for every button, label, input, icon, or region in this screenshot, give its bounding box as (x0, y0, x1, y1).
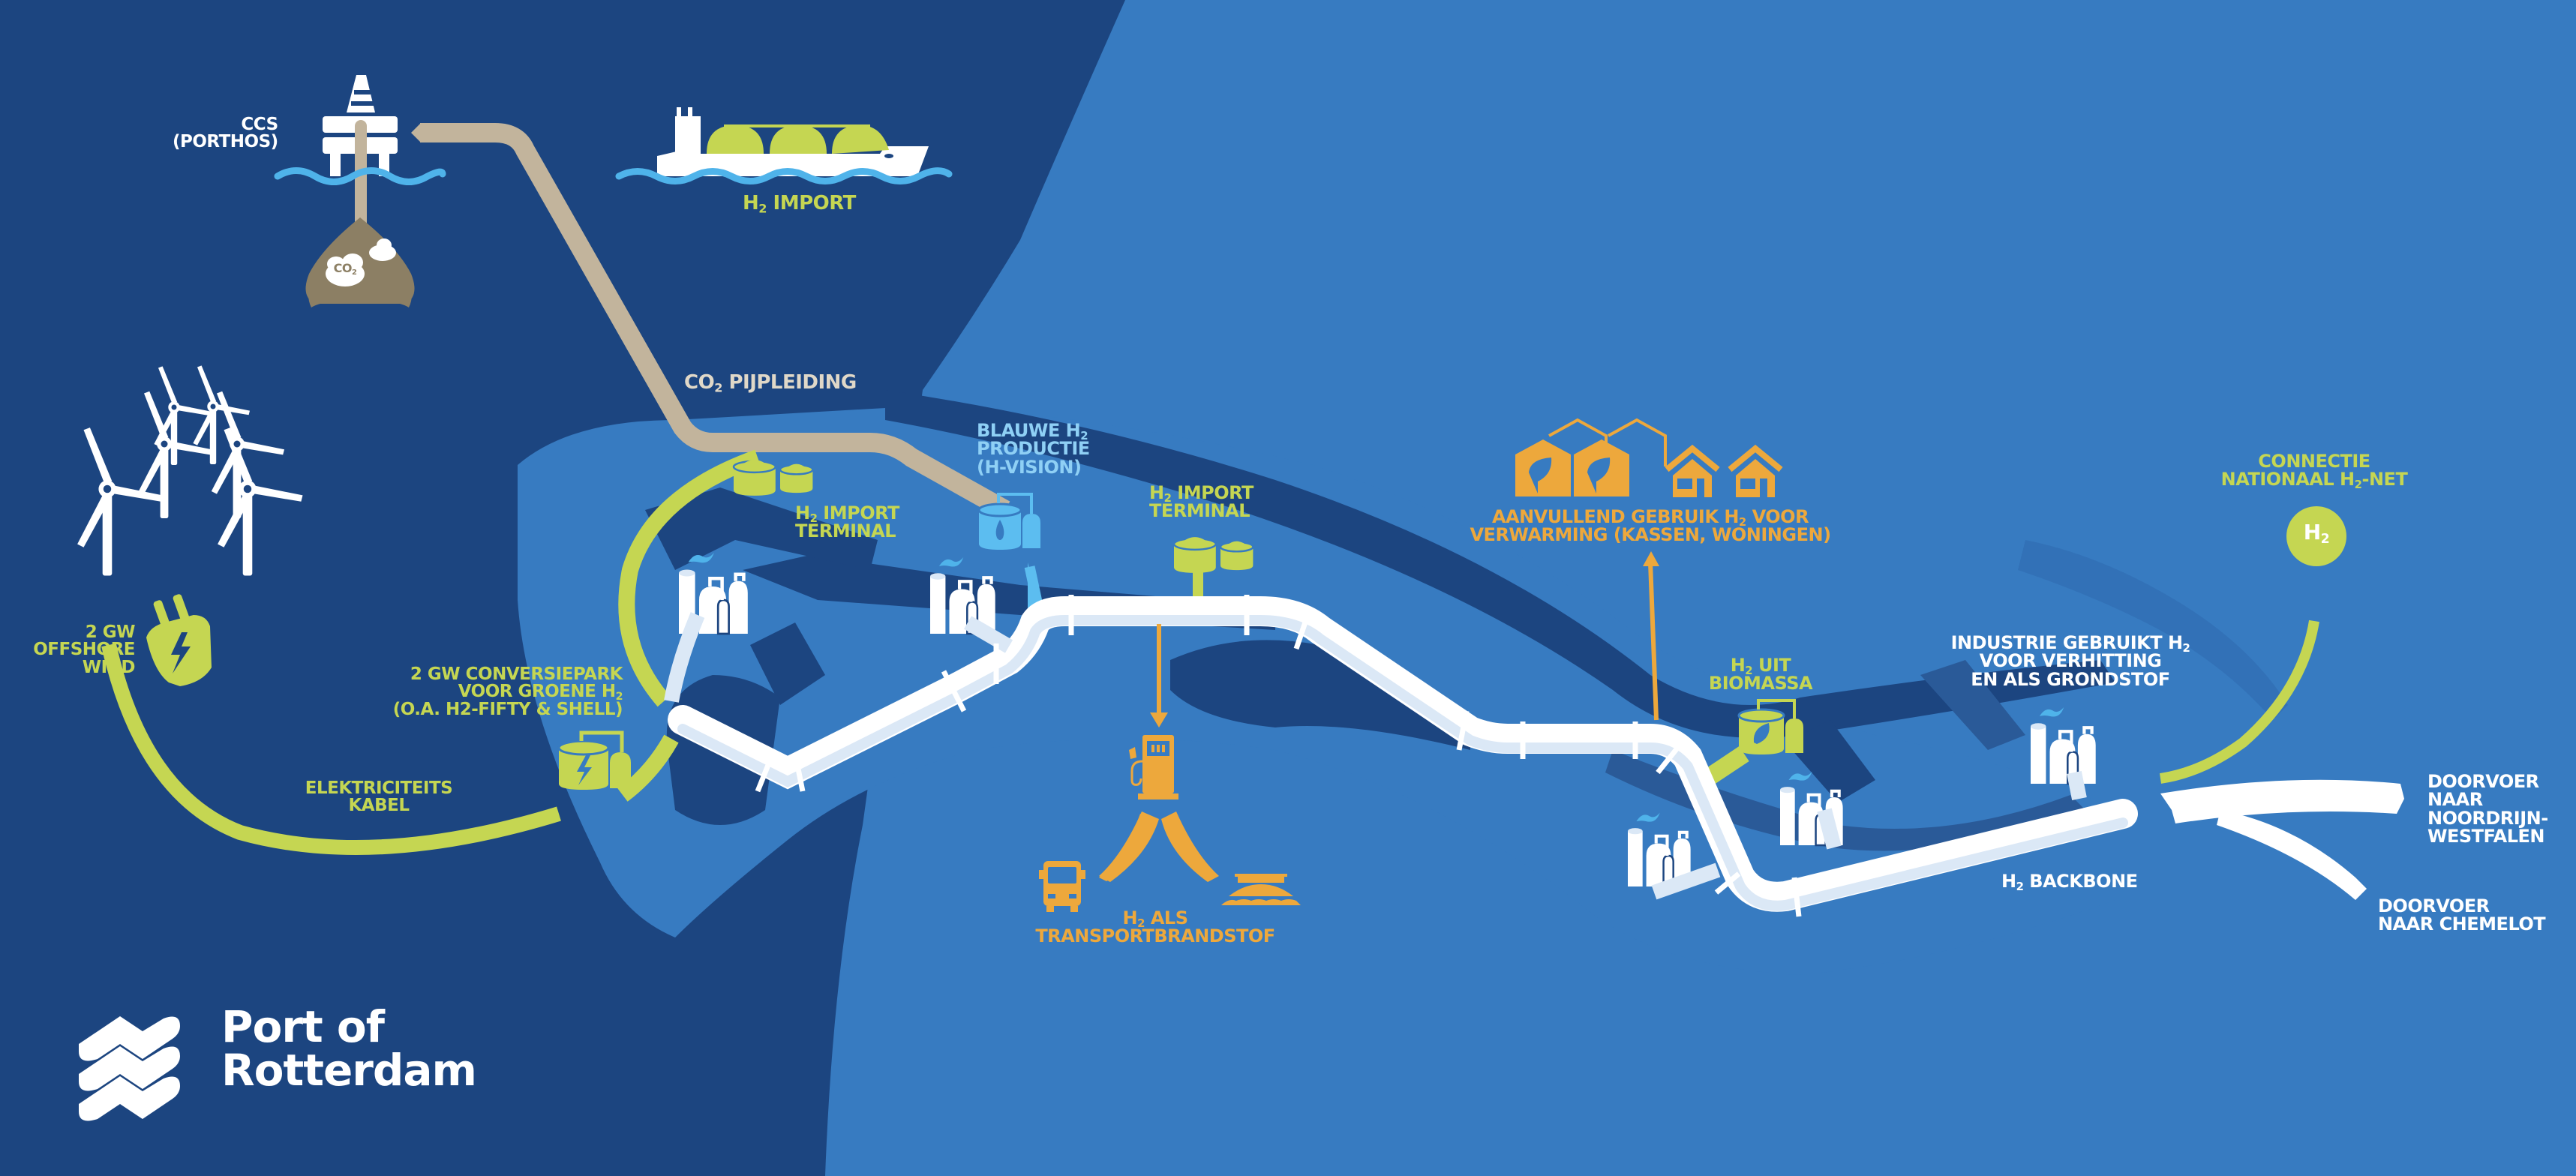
storage-tank-icon (1172, 536, 1254, 574)
label-doorvoer-chemelot: DOORVOER NAAR CHEMELOT (2378, 896, 2546, 935)
transit-arrow-chemelot (2217, 810, 2367, 900)
label-elektriciteits-kabel: ELEKTRICITEITS KABEL (305, 778, 453, 816)
label-verwarming: AANVULLEND GEBRUIK H2 VOOR VERWARMING (K… (1470, 506, 1831, 546)
truck-icon (1039, 861, 1085, 912)
storage-tank-icon (732, 458, 814, 497)
wave-ccs (274, 167, 446, 185)
label-h2-import-terminal-1: H2 IMPORT TERMINAL (795, 502, 899, 542)
label-backbone: H2 BACKBONE (2001, 871, 2138, 894)
fuel-split-right (1161, 812, 1219, 882)
offshore-platform-icon (323, 75, 398, 232)
power-plug-icon (146, 594, 212, 686)
branch-pipes (664, 612, 2087, 900)
label-h2-import-ship: H2 IMPORT (743, 192, 856, 216)
logo-text: Port of Rotterdam (221, 1001, 477, 1096)
electricity-cable (101, 643, 561, 855)
harbour-basin-2 (750, 622, 825, 705)
label-industrie: INDUSTRIE GEBRUIKT H2 VOOR VERHITTING EN… (1950, 632, 2190, 690)
national-grid-line (2159, 620, 2319, 784)
port-of-rotterdam-logo: Port of Rotterdam (221, 1001, 477, 1096)
greenhouse-icon (1515, 418, 1667, 496)
house-icon (1728, 444, 1783, 497)
label-doorvoer-nrw: DOORVOER NAAR NOORDRIJN- WESTFALEN (2427, 771, 2548, 848)
arrow-to-heating (1648, 562, 1659, 721)
label-blauwe-h2: BLAUWE H2 PRODUCTIE (H-VISION) (977, 420, 1090, 478)
river-east (1605, 750, 2085, 851)
nieuwe-waterweg (885, 390, 2115, 738)
port-of-rotterdam-logo-icon (79, 1016, 180, 1121)
label-co2-pipeline: CO2 PIJPLEIDING (684, 371, 857, 395)
h2-circle-icon (2286, 506, 2346, 566)
harbour-far-east (2018, 540, 2288, 720)
label-co2-cloud: CO2 (333, 261, 357, 277)
conversie-arc-bottom (617, 734, 679, 802)
pipe-flanges (755, 595, 1802, 917)
label-conversiepark: 2 GW CONVERSIEPARK VOOR GROENE H2 (O.A. … (392, 664, 623, 719)
harbour-east-2 (1920, 660, 2025, 750)
barge-icon (1221, 874, 1301, 905)
harbour-basin-4 (1170, 640, 1470, 750)
wave-ship (615, 167, 953, 184)
blue-h2-plant-icon (977, 493, 1040, 550)
label-offshore-wind: 2 GW OFFSHORE WIND (33, 622, 135, 677)
h2-backbone-pipeline (668, 596, 2138, 912)
label-connectie: CONNECTIE NATIONAAL H2-NET (2220, 451, 2408, 492)
label-ccs: CCS (PORTHOS) (173, 115, 278, 152)
harbour-basin-1 (645, 488, 878, 570)
conversie-arc-top (618, 449, 761, 707)
label-transportbrandstof: H2 ALS TRANSPORTBRANDSTOF (1035, 908, 1275, 947)
label-biomassa: H2 UIT BIOMASSA (1708, 655, 1813, 694)
label-h2-badge: H2 (2303, 520, 2330, 547)
biomass-plant-icon (1737, 699, 1803, 754)
house-icon (1665, 444, 1720, 497)
electrolyser-icon (557, 730, 631, 790)
co2-pipeline (420, 123, 1010, 519)
lng-ship-icon (657, 107, 929, 176)
label-h2-import-terminal-2: H2 IMPORT TERMINAL (1149, 482, 1253, 522)
fuel-pump-icon (1129, 735, 1178, 800)
harbour-east-1 (1785, 720, 1875, 802)
co2-cloud-icon (326, 238, 396, 286)
